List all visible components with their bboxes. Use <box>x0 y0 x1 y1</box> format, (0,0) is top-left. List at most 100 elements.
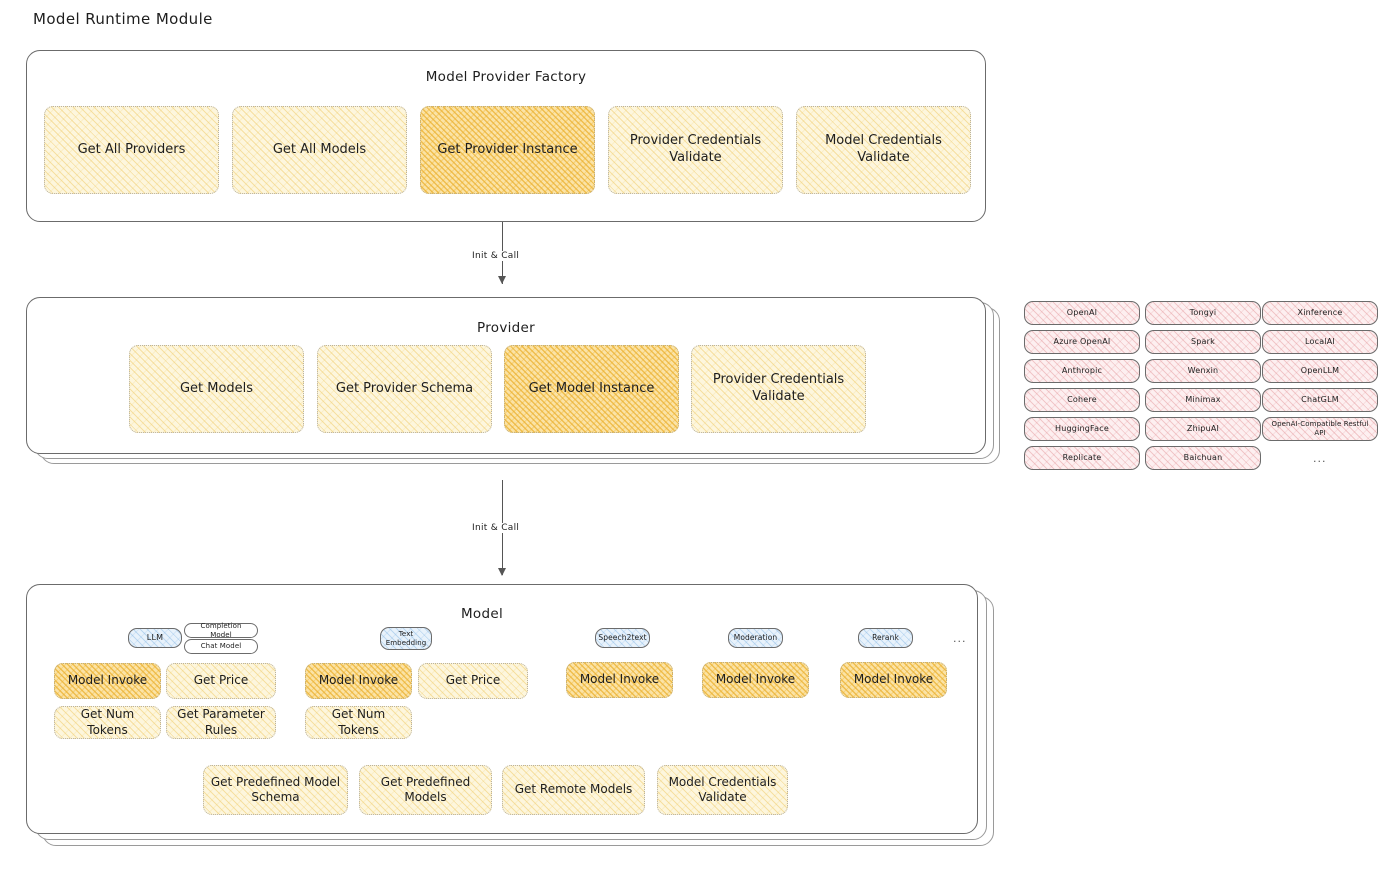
model-method-llm-get-parameter-rules[interactable]: Get Parameter Rules <box>166 706 276 739</box>
model-method-label: Get Parameter Rules <box>177 707 265 737</box>
provider-chip-replicate[interactable]: Replicate <box>1024 446 1140 470</box>
provider-chip-chatglm[interactable]: ChatGLM <box>1262 388 1378 412</box>
model-subchip-chat-model[interactable]: Chat Model <box>184 639 258 654</box>
provider-chip-label: ZhipuAI <box>1186 423 1220 433</box>
provider-chip-localai[interactable]: LocalAI <box>1262 330 1378 354</box>
model-type-chip-label: Text Embedding <box>385 629 427 647</box>
connector-2-arrowhead <box>498 568 506 576</box>
model-method-llm-get-num-tokens[interactable]: Get Num Tokens <box>54 706 161 739</box>
model-method-rerank-model-invoke[interactable]: Model Invoke <box>840 662 947 698</box>
provider-chip-label: Spark <box>1191 336 1215 346</box>
provider-chip-label: LocalAI <box>1305 336 1335 346</box>
model-subchip-completion-model[interactable]: Completion Model <box>184 621 258 639</box>
factory-box-get-provider-instance[interactable]: Get Provider Instance <box>420 106 595 194</box>
model-method-speech2text-model-invoke[interactable]: Model Invoke <box>566 662 673 698</box>
provider-box-get-provider-schema[interactable]: Get Provider Schema <box>317 345 492 433</box>
provider-box-label: Provider Credentials Validate <box>712 372 845 404</box>
provider-chip-label: Baichuan <box>1183 452 1223 462</box>
model-method-text-embedding-model-invoke[interactable]: Model Invoke <box>305 663 412 699</box>
page-title: Model Runtime Module <box>33 10 213 28</box>
provider-chip-label: Azure OpenAI <box>1053 336 1111 346</box>
model-type-chip-moderation[interactable]: Moderation <box>728 628 783 648</box>
model-method-label: Model Invoke <box>67 673 148 688</box>
provider-panel-title: Provider <box>477 320 535 336</box>
provider-chip-label: OpenAI <box>1066 307 1098 317</box>
model-subchip-label: Completion Model <box>200 621 242 639</box>
provider-box-get-models[interactable]: Get Models <box>129 345 304 433</box>
model-shared-get-remote-models[interactable]: Get Remote Models <box>502 765 645 815</box>
model-type-chip-rerank[interactable]: Rerank <box>858 628 913 648</box>
provider-chip-minimax[interactable]: Minimax <box>1145 388 1261 412</box>
provider-chip-huggingface[interactable]: HuggingFace <box>1024 417 1140 441</box>
model-shared-get-predefined-model-schema[interactable]: Get Predefined Model Schema <box>203 765 348 815</box>
factory-box-label: Model Credentials Validate <box>825 133 942 165</box>
model-type-chip-text-embedding[interactable]: Text Embedding <box>380 627 432 650</box>
provider-chip-tongyi[interactable]: Tongyi <box>1145 301 1261 325</box>
model-method-text-embedding-get-price[interactable]: Get Price <box>418 663 528 699</box>
factory-box-label: Get All Models <box>272 141 367 157</box>
factory-box-label: Get All Providers <box>77 141 186 157</box>
factory-box-get-all-models[interactable]: Get All Models <box>232 106 407 194</box>
model-method-label: Model Invoke <box>318 673 399 688</box>
model-type-chip-speech2text[interactable]: Speech2text <box>595 628 650 648</box>
factory-box-label: Get Provider Instance <box>437 141 578 157</box>
provider-chip-label: OpenLLM <box>1300 365 1340 375</box>
model-method-label: Get Price <box>193 673 249 688</box>
provider-chip-label: Minimax <box>1185 394 1221 404</box>
model-method-label: Get Price <box>445 673 501 688</box>
model-method-label: Get Num Tokens <box>331 707 386 737</box>
provider-chip-openai[interactable]: OpenAI <box>1024 301 1140 325</box>
connector-2-label: Init & Call <box>468 523 524 533</box>
provider-chip-anthropic[interactable]: Anthropic <box>1024 359 1140 383</box>
model-panel-title: Model <box>460 606 504 622</box>
model-type-chip-label: Speech2text <box>598 633 647 643</box>
factory-box-model-credentials-validate[interactable]: Model Credentials Validate <box>796 106 971 194</box>
factory-box-get-all-providers[interactable]: Get All Providers <box>44 106 219 194</box>
model-type-chip-label: Moderation <box>733 633 778 643</box>
model-columns-more-ellipsis: ... <box>953 632 967 645</box>
provider-chip-label: Anthropic <box>1061 365 1103 375</box>
provider-chip-cohere[interactable]: Cohere <box>1024 388 1140 412</box>
provider-chip-baichuan[interactable]: Baichuan <box>1145 446 1261 470</box>
model-method-text-embedding-get-num-tokens[interactable]: Get Num Tokens <box>305 706 412 739</box>
provider-chip-openllm[interactable]: OpenLLM <box>1262 359 1378 383</box>
model-shared-label: Model Credentials Validate <box>668 774 777 804</box>
factory-box-label: Provider Credentials Validate <box>629 133 762 165</box>
model-method-llm-get-price[interactable]: Get Price <box>166 663 276 699</box>
provider-box-provider-credentials-validate[interactable]: Provider Credentials Validate <box>691 345 866 433</box>
provider-chip-zhipuai[interactable]: ZhipuAI <box>1145 417 1261 441</box>
model-shared-label: Get Predefined Models <box>380 774 471 804</box>
provider-box-label: Get Provider Schema <box>335 380 474 396</box>
model-shared-label: Get Remote Models <box>514 782 633 797</box>
provider-chip-azure-openai[interactable]: Azure OpenAI <box>1024 330 1140 354</box>
model-shared-model-credentials-validate[interactable]: Model Credentials Validate <box>657 765 788 815</box>
model-shared-label: Get Predefined Model Schema <box>210 774 341 804</box>
model-method-llm-model-invoke[interactable]: Model Invoke <box>54 663 161 699</box>
connector-1-label: Init & Call <box>468 251 524 261</box>
model-provider-factory-title: Model Provider Factory <box>425 69 587 85</box>
provider-chip-xinference[interactable]: Xinference <box>1262 301 1378 325</box>
provider-box-label: Get Models <box>179 380 254 396</box>
provider-list-more-ellipsis: ... <box>1313 452 1327 465</box>
provider-chip-openai-compatible-restful-api[interactable]: OpenAI-Compatible Restful API <box>1262 417 1378 441</box>
model-type-chip-llm[interactable]: LLM <box>128 628 182 648</box>
model-method-label: Get Num Tokens <box>80 707 135 737</box>
provider-chip-label: OpenAI-Compatible Restful API <box>1271 420 1369 437</box>
model-shared-get-predefined-models[interactable]: Get Predefined Models <box>359 765 492 815</box>
provider-chip-label: Xinference <box>1297 307 1343 317</box>
model-type-chip-label: LLM <box>146 632 164 642</box>
provider-chip-wenxin[interactable]: Wenxin <box>1145 359 1261 383</box>
factory-box-provider-credentials-validate[interactable]: Provider Credentials Validate <box>608 106 783 194</box>
model-method-label: Model Invoke <box>853 672 934 687</box>
model-subchip-label: Chat Model <box>200 642 242 651</box>
provider-box-get-model-instance[interactable]: Get Model Instance <box>504 345 679 433</box>
provider-chip-label: ChatGLM <box>1301 394 1339 404</box>
connector-1-arrowhead <box>498 276 506 284</box>
provider-chip-label: HuggingFace <box>1055 423 1109 433</box>
provider-box-label: Get Model Instance <box>528 380 655 396</box>
model-method-label: Model Invoke <box>715 672 796 687</box>
provider-chip-spark[interactable]: Spark <box>1145 330 1261 354</box>
model-type-chip-label: Rerank <box>872 633 899 643</box>
provider-chip-label: Tongyi <box>1189 307 1217 317</box>
model-method-moderation-model-invoke[interactable]: Model Invoke <box>702 662 809 698</box>
